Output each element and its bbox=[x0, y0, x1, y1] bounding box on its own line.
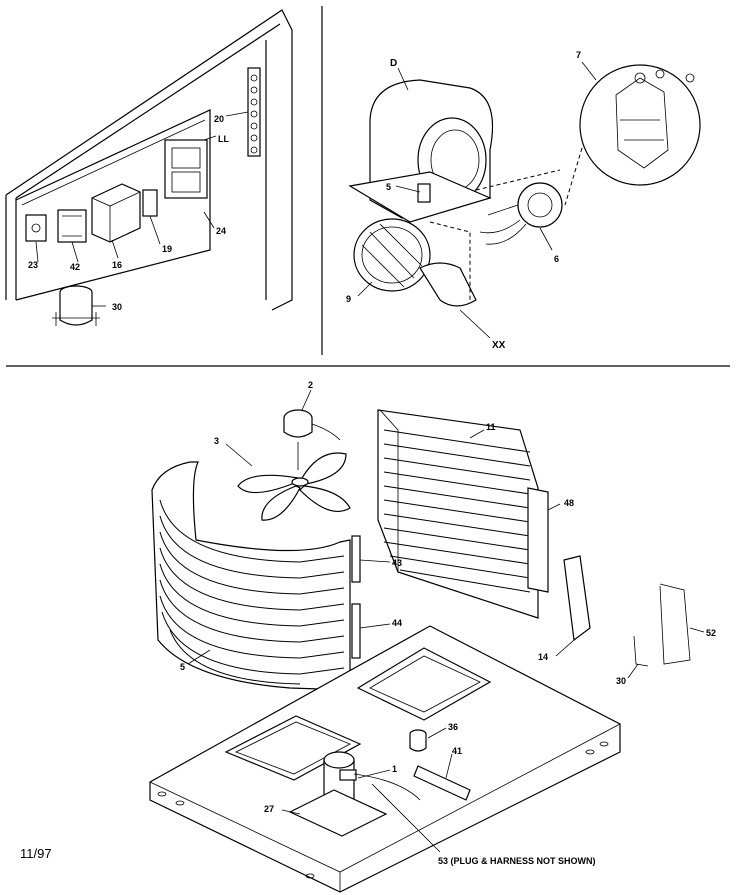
part-label: 27 bbox=[264, 804, 274, 814]
part-label: 30 bbox=[112, 302, 122, 312]
part-label: 20 bbox=[214, 114, 224, 124]
part-label: 41 bbox=[452, 746, 462, 756]
part-label: 44 bbox=[392, 618, 402, 628]
part-label: 6 bbox=[554, 254, 559, 264]
part-label: 24 bbox=[216, 226, 226, 236]
part-label: 5 bbox=[386, 182, 391, 192]
part-label: 11 bbox=[486, 422, 496, 432]
part-label: 2 bbox=[308, 380, 313, 390]
fan-blade-icon bbox=[237, 452, 351, 521]
outdoor-unit-drawing bbox=[149, 389, 705, 893]
part-label: 42 bbox=[70, 262, 80, 272]
part-label: 23 bbox=[28, 260, 38, 270]
part-label: 3 bbox=[214, 436, 219, 446]
blower-assembly-drawing bbox=[348, 61, 701, 339]
part-label: LL bbox=[218, 134, 229, 144]
part-label: 1 bbox=[392, 764, 397, 774]
part-label: 36 bbox=[448, 722, 458, 732]
date-stamp: 11/97 bbox=[20, 846, 52, 861]
part-label: 7 bbox=[576, 50, 581, 60]
part-label: 14 bbox=[538, 652, 548, 662]
part-label: 43 bbox=[392, 558, 402, 568]
part-label: D bbox=[390, 58, 397, 69]
part-labels: 20 LL 23 42 16 19 24 30 D 7 5 6 9 XX 2 3… bbox=[28, 50, 716, 866]
part-label: 48 bbox=[564, 498, 574, 508]
part-label: 5 bbox=[180, 662, 185, 672]
part-label-53: 53 (PLUG & HARNESS NOT SHOWN) bbox=[438, 856, 596, 866]
part-label: 30 bbox=[616, 676, 626, 686]
panel-dividers bbox=[6, 6, 730, 367]
part-label: 19 bbox=[162, 244, 172, 254]
part-label: 9 bbox=[346, 294, 351, 304]
part-label: 16 bbox=[112, 260, 122, 270]
part-label: 52 bbox=[706, 628, 716, 638]
control-box-drawing bbox=[5, 9, 293, 326]
part-label: XX bbox=[492, 340, 506, 351]
